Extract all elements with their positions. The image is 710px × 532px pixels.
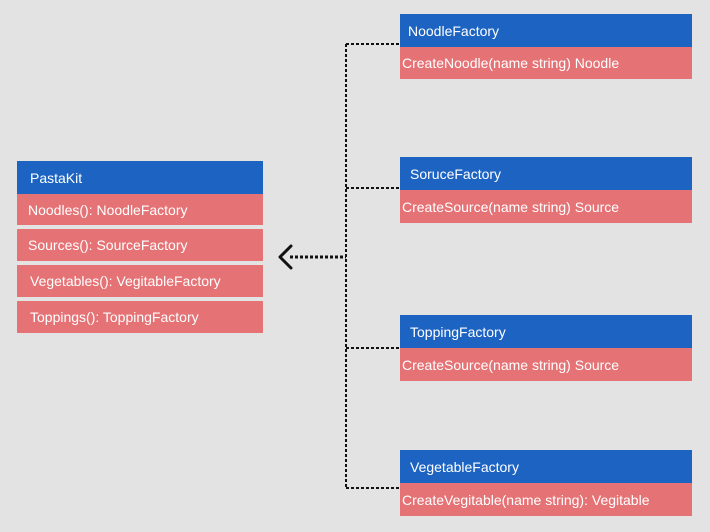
noodle-factory-method: CreateNoodle(name string) Noodle bbox=[400, 47, 692, 79]
soruce-factory-title: SoruceFactory bbox=[400, 157, 692, 190]
topping-factory-title: ToppingFactory bbox=[400, 315, 692, 348]
vegetable-factory-class: VegetableFactory CreateVegitable(name st… bbox=[400, 450, 692, 516]
soruce-factory-class: SoruceFactory CreateSource(name string) … bbox=[400, 157, 692, 223]
pastakit-method-sources: Sources(): SourceFactory bbox=[17, 229, 263, 261]
vegetable-factory-method: CreateVegitable(name string): Vegitable bbox=[400, 483, 692, 516]
noodle-factory-title: NoodleFactory bbox=[400, 14, 692, 47]
pastakit-method-vegetables: Vegetables(): VegitableFactory bbox=[17, 265, 263, 297]
soruce-factory-method: CreateSource(name string) Source bbox=[400, 190, 692, 223]
topping-factory-class: ToppingFactory CreateSource(name string)… bbox=[400, 315, 692, 381]
pastakit-title: PastaKit bbox=[17, 161, 263, 194]
vegetable-factory-title: VegetableFactory bbox=[400, 450, 692, 483]
pastakit-class: PastaKit Noodles(): NoodleFactory Source… bbox=[17, 161, 263, 333]
topping-factory-method: CreateSource(name string) Source bbox=[400, 348, 692, 381]
pastakit-method-toppings: Toppings(): ToppingFactory bbox=[17, 301, 263, 333]
noodle-factory-class: NoodleFactory CreateNoodle(name string) … bbox=[400, 14, 692, 79]
arrow-head bbox=[278, 244, 293, 270]
pastakit-method-noodles: Noodles(): NoodleFactory bbox=[17, 194, 263, 225]
